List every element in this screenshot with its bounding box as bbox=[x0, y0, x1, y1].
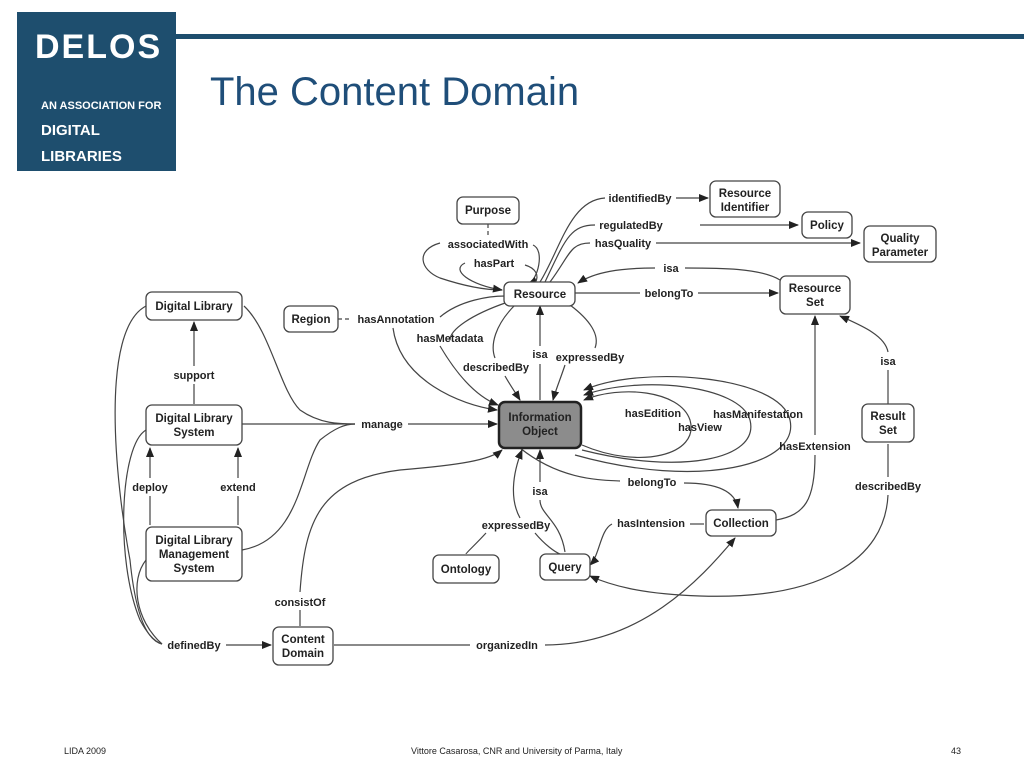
label-isa-query: isa bbox=[532, 486, 548, 498]
logo-line-1: AN ASSOCIATION FOR bbox=[41, 100, 162, 112]
node-information-object: Information Object bbox=[497, 400, 583, 450]
footer-event: LIDA 2009 bbox=[64, 746, 107, 756]
node-region: Region bbox=[283, 305, 339, 333]
label-hasintension: hasIntension bbox=[617, 518, 685, 530]
node-content-domain-line-1: Content bbox=[281, 634, 325, 646]
header-rule bbox=[176, 34, 1024, 39]
node-resource-set-line-2: Set bbox=[806, 297, 824, 309]
node-resource-set-line-1: Resource bbox=[789, 283, 841, 295]
label-describedby-result: describedBy bbox=[855, 481, 922, 493]
logo-line-3: LIBRARIES bbox=[41, 148, 122, 165]
page-number: 43 bbox=[951, 746, 962, 756]
edge-labels: identifiedBy regulatedBy hasQuality asso… bbox=[132, 193, 922, 652]
node-result-set: Result Set bbox=[861, 403, 915, 443]
label-associatedwith: associatedWith bbox=[448, 239, 529, 251]
edges bbox=[114, 194, 889, 649]
node-quality-parameter-line-1: Quality bbox=[881, 233, 921, 245]
node-resource: Resource bbox=[503, 281, 576, 307]
logo-line-2: DIGITAL bbox=[41, 122, 100, 139]
node-purpose-label: Purpose bbox=[465, 205, 511, 217]
label-extend: extend bbox=[220, 482, 255, 494]
node-result-set-line-1: Result bbox=[870, 411, 905, 423]
node-query: Query bbox=[539, 553, 591, 581]
node-dlms-line-3: System bbox=[174, 563, 215, 575]
node-content-domain-line-2: Domain bbox=[282, 648, 324, 660]
label-support: support bbox=[174, 370, 215, 382]
node-dl-system: Digital Library System bbox=[145, 404, 243, 446]
label-hasedition: hasEdition bbox=[625, 408, 682, 420]
label-hasview: hasView bbox=[678, 422, 722, 434]
label-hasannotation: hasAnnotation bbox=[358, 314, 435, 326]
label-haspart: hasPart bbox=[474, 258, 515, 270]
label-regulatedby: regulatedBy bbox=[599, 220, 663, 232]
node-dl-system-line-1: Digital Library bbox=[155, 413, 233, 425]
node-query-label: Query bbox=[548, 562, 582, 574]
label-isa-resource: isa bbox=[532, 349, 548, 361]
label-consistof: consistOf bbox=[275, 597, 326, 609]
node-dlms: Digital Library Management System bbox=[145, 526, 243, 582]
node-policy: Policy bbox=[801, 211, 853, 239]
label-organizedin: organizedIn bbox=[476, 640, 538, 652]
label-identifiedby: identifiedBy bbox=[609, 193, 673, 205]
node-resource-label: Resource bbox=[514, 289, 566, 301]
node-dlms-line-2: Management bbox=[159, 549, 229, 561]
node-information-object-line-1: Information bbox=[508, 412, 571, 424]
label-expressedby-top: expressedBy bbox=[556, 352, 625, 364]
label-expressedby-bottom: expressedBy bbox=[482, 520, 551, 532]
node-region-label: Region bbox=[292, 314, 331, 326]
node-resource-set: Resource Set bbox=[779, 275, 851, 315]
node-policy-label: Policy bbox=[810, 220, 844, 232]
footer-author: Vittore Casarosa, CNR and University of … bbox=[411, 746, 623, 756]
label-hasmetadata: hasMetadata bbox=[417, 333, 485, 345]
label-belongto-resource-set: belongTo bbox=[645, 288, 694, 300]
node-resource-identifier: Resource Identifier bbox=[709, 180, 781, 218]
node-collection-label: Collection bbox=[713, 518, 769, 530]
node-ontology-label: Ontology bbox=[441, 564, 492, 576]
node-ontology: Ontology bbox=[432, 554, 500, 584]
label-hasmanifestation: hasManifestation bbox=[713, 409, 803, 421]
label-describedby-top: describedBy bbox=[463, 362, 530, 374]
node-resource-identifier-line-1: Resource bbox=[719, 188, 771, 200]
logo-word: DELOS bbox=[35, 28, 163, 66]
node-digital-library-label: Digital Library bbox=[155, 301, 233, 313]
node-collection: Collection bbox=[705, 509, 777, 537]
label-hasquality: hasQuality bbox=[595, 238, 652, 250]
node-digital-library: Digital Library bbox=[145, 291, 243, 321]
node-quality-parameter-line-2: Parameter bbox=[872, 247, 929, 259]
label-deploy: deploy bbox=[132, 482, 168, 494]
label-belongto-collection: belongTo bbox=[628, 477, 677, 489]
label-isa-resource-set: isa bbox=[663, 263, 679, 275]
slide-title: The Content Domain bbox=[210, 70, 580, 114]
node-content-domain: Content Domain bbox=[272, 626, 334, 666]
label-isa-result-set: isa bbox=[880, 356, 896, 368]
label-hasextension: hasExtension bbox=[779, 441, 851, 453]
label-definedby: definedBy bbox=[167, 640, 221, 652]
node-purpose: Purpose bbox=[456, 196, 520, 225]
node-resource-identifier-line-2: Identifier bbox=[721, 202, 770, 214]
node-quality-parameter: Quality Parameter bbox=[863, 225, 937, 263]
node-result-set-line-2: Set bbox=[879, 425, 897, 437]
node-information-object-line-2: Object bbox=[522, 426, 558, 438]
node-dl-system-line-2: System bbox=[174, 427, 215, 439]
node-dlms-line-1: Digital Library bbox=[155, 535, 233, 547]
label-manage: manage bbox=[361, 419, 403, 431]
delos-logo: DELOS AN ASSOCIATION FOR DIGITAL LIBRARI… bbox=[17, 12, 176, 171]
